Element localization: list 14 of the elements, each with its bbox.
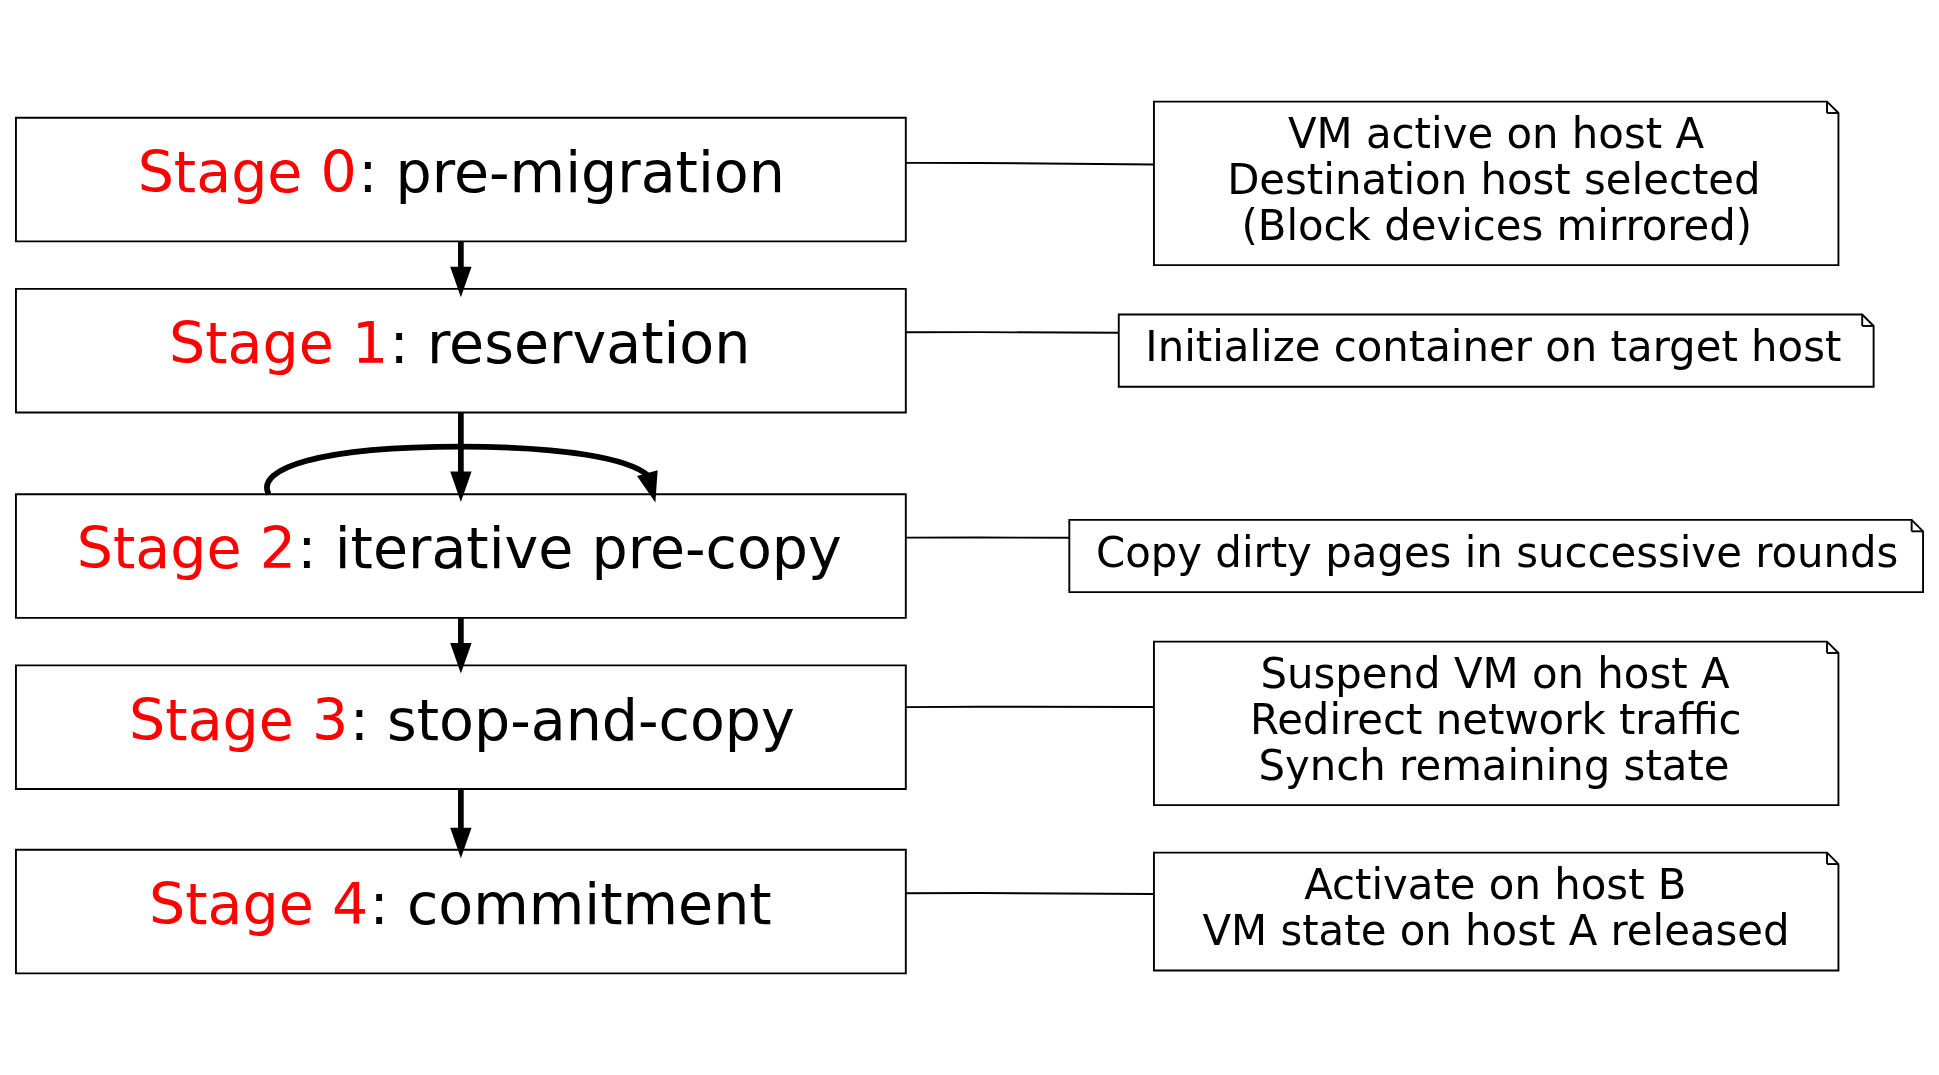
node-box: Stage 1: reservation (15, 287, 907, 414)
node-box: Stage 0: pre-migration (15, 116, 907, 243)
connector (905, 705, 1155, 709)
node-box: Stage 3: stop-and-copy (15, 664, 907, 790)
arrow (450, 412, 472, 503)
arrow (450, 789, 472, 859)
node-box: Stage 4: commitment (15, 848, 907, 975)
connector (905, 536, 1071, 539)
arrow (450, 618, 472, 674)
connector (905, 892, 1155, 895)
arrow (450, 241, 472, 298)
connector (905, 331, 1120, 334)
node-box: Stage 2: iterative pre-copy (15, 493, 907, 619)
connector (905, 161, 1155, 166)
